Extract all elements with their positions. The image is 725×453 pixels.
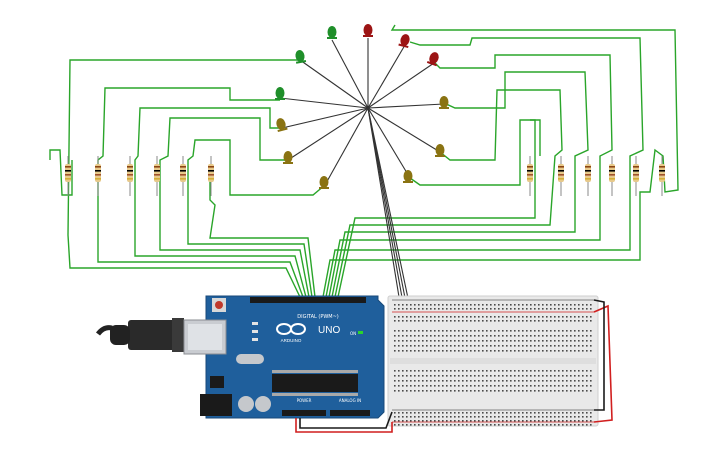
atmega-chip — [272, 374, 358, 392]
wire-right-7 — [530, 119, 541, 156]
arduino-logo — [276, 323, 306, 335]
usb-plug — [128, 320, 176, 350]
board-model: UNO — [318, 325, 340, 336]
breadboard[interactable] — [387, 295, 599, 427]
resistor-7[interactable] — [527, 156, 533, 196]
led-green-2[interactable] — [294, 49, 307, 64]
wire-right-6 — [337, 119, 536, 298]
capacitor-1 — [238, 396, 254, 412]
wire-left-6 — [209, 170, 316, 298]
led-yellow-4[interactable] — [439, 96, 449, 109]
led-red-1[interactable] — [363, 24, 373, 37]
analog-header[interactable] — [330, 410, 370, 416]
resistor-11[interactable] — [633, 156, 639, 196]
wire-left-5 — [187, 139, 326, 298]
digital-header-label: DIGITAL (PWM~) — [297, 314, 339, 320]
power-wire-red — [295, 418, 393, 433]
wire-right-3 — [328, 54, 613, 298]
wire-left-2 — [97, 87, 304, 298]
breadboard-holes — [394, 304, 592, 426]
resistors — [65, 156, 665, 196]
capacitor-2 — [255, 396, 271, 412]
led-yellow-1[interactable] — [275, 117, 288, 133]
resistor-9[interactable] — [585, 156, 591, 196]
wire-left-4 — [159, 117, 310, 298]
arduino-uno-board[interactable]: DIGITAL (PWM~) UNO ARDUINO ON POWER ANAL… — [96, 295, 385, 419]
resistor-4[interactable] — [154, 156, 160, 196]
board-brand: ARDUINO — [281, 338, 302, 343]
resistor-1[interactable] — [65, 156, 71, 196]
power-jack[interactable] — [200, 394, 232, 416]
wire-right-2 — [325, 37, 644, 298]
leds — [275, 24, 449, 189]
wire-right-5 — [334, 89, 563, 298]
resistor-2[interactable] — [95, 156, 101, 196]
led-yellow-5[interactable] — [435, 144, 445, 157]
digital-header[interactable] — [250, 297, 366, 303]
resistor-6[interactable] — [208, 156, 214, 196]
led-yellow-6[interactable] — [403, 170, 413, 183]
analog-header-label: ANALOG IN — [339, 398, 361, 403]
led-green-top[interactable] — [327, 26, 337, 39]
led-red-3[interactable] — [426, 51, 441, 67]
power-header[interactable] — [282, 410, 326, 416]
power-header-label: POWER — [297, 398, 312, 403]
resistor-3[interactable] — [127, 156, 133, 196]
resistor-8[interactable] — [558, 156, 564, 196]
resistor-5[interactable] — [180, 156, 186, 196]
resistor-12[interactable] — [659, 156, 665, 196]
signal-wires — [49, 24, 679, 298]
ground-wire-black — [299, 411, 393, 429]
wire-right-1 — [322, 24, 679, 298]
led-green-3[interactable] — [275, 87, 285, 100]
cathode-wires — [279, 38, 445, 304]
wire-left-3 — [134, 107, 307, 298]
led-yellow-3[interactable] — [319, 176, 329, 189]
on-label: ON — [350, 331, 356, 336]
rail-wire-black — [593, 299, 605, 411]
wire-right-4 — [331, 71, 589, 298]
led-yellow-2[interactable] — [283, 151, 293, 164]
led-red-2[interactable] — [398, 33, 411, 49]
wire-left-7 — [49, 149, 73, 196]
rail-wire-red — [593, 304, 613, 423]
crystal — [236, 354, 264, 364]
resistor-10[interactable] — [609, 156, 615, 196]
